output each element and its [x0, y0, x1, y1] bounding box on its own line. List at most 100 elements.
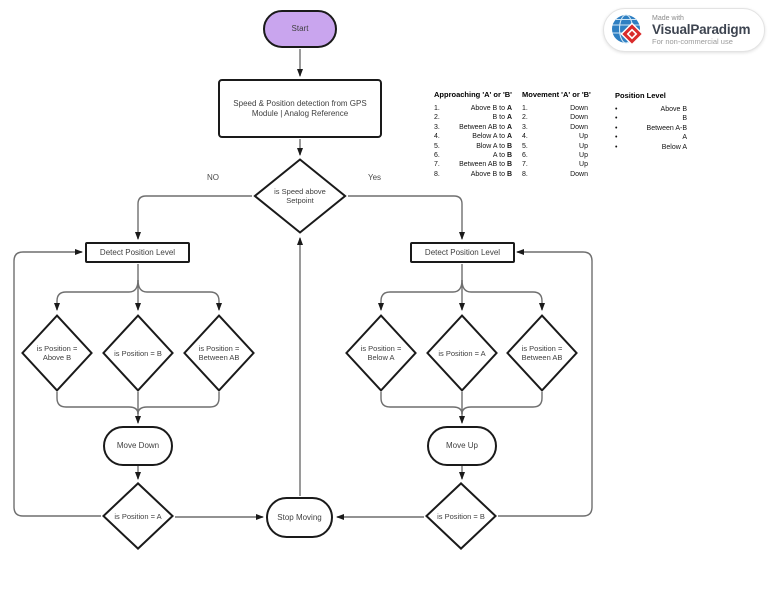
- diamond-shape: [425, 482, 497, 550]
- diamond-shape: [253, 158, 347, 234]
- row-value: A to B: [492, 152, 512, 160]
- approaching-row: 1. Above B to A: [434, 104, 512, 113]
- made-with-label: Made with: [652, 14, 684, 22]
- speed-decision-label: is Speed above Setpoint: [274, 187, 326, 205]
- diamond-above-b-label: is Position = Above B: [36, 344, 78, 362]
- row-value: Above B to A: [470, 105, 512, 112]
- detect-position-right-box[interactable]: Detect Position Level: [410, 242, 515, 263]
- start-label: Start: [291, 24, 309, 33]
- row-number: 2.: [434, 114, 440, 122]
- position-level-items: • Above B • B • Between A-B • A: [615, 105, 687, 152]
- bullet-icon: •: [615, 115, 618, 123]
- branch-no-label: NO: [207, 173, 219, 182]
- movement-rows: 1. Down 2. Down 3. Down 4. Up: [522, 104, 588, 179]
- diamond-shape: [183, 314, 255, 392]
- move-down-node[interactable]: Move Down: [103, 426, 173, 466]
- move-down-label: Move Down: [116, 441, 160, 450]
- approaching-row: 6. A to B: [434, 151, 512, 160]
- bullet-icon: •: [615, 134, 618, 142]
- move-up-node[interactable]: Move Up: [427, 426, 497, 466]
- diamond-a[interactable]: is Position = A: [426, 314, 498, 392]
- row-number: 8.: [522, 170, 528, 178]
- movement-row: 4. Up: [522, 132, 588, 141]
- row-number: 6.: [434, 152, 440, 160]
- visual-paradigm-text: Made with VisualParadigm For non-commerc…: [652, 15, 750, 46]
- diamond-shape: [102, 314, 174, 392]
- license-label: For non-commercial use: [652, 36, 733, 46]
- detect-position-left-box[interactable]: Detect Position Level: [85, 242, 190, 263]
- approaching-row: 4. Below A to A: [434, 132, 512, 141]
- item-label: Below A: [661, 143, 687, 151]
- stop-moving-node[interactable]: Stop Moving: [266, 497, 333, 538]
- position-level-item: • Between A-B: [615, 124, 687, 133]
- detect-position-right-label: Detect Position Level: [424, 247, 501, 257]
- row-number: 5.: [522, 142, 528, 150]
- item-label: Above B: [660, 106, 687, 113]
- approaching-row: 2. B to A: [434, 113, 512, 122]
- diamond-b-label: is Position = B: [114, 348, 162, 358]
- diamond-below-a-label: is Position = Below A: [360, 344, 402, 362]
- diamond-position-b[interactable]: is Position = B: [425, 482, 497, 550]
- row-value: Up: [579, 161, 588, 169]
- diamond-shape: [345, 314, 417, 392]
- bullet-icon: •: [615, 124, 618, 132]
- diamond-shape: [21, 314, 93, 392]
- diamond-position-a[interactable]: is Position = A: [102, 482, 174, 550]
- movement-row: 5. Up: [522, 142, 588, 151]
- row-number: 2.: [522, 114, 528, 122]
- row-value: Down: [570, 170, 588, 178]
- item-label: B: [682, 115, 687, 123]
- row-value: Down: [570, 123, 588, 131]
- diamond-between-ab-right-label: is Position = Between AB: [521, 344, 563, 362]
- diamond-position-a-label: is Position = A: [114, 511, 162, 521]
- approaching-table: Approaching 'A' or 'B' 1. Above B to A 2…: [434, 90, 512, 179]
- approaching-title: Approaching 'A' or 'B': [434, 90, 512, 99]
- diamond-b[interactable]: is Position = B: [102, 314, 174, 392]
- row-value: Up: [579, 142, 588, 150]
- movement-row: 7. Up: [522, 160, 588, 169]
- approaching-row: 5. Blow A to B: [434, 142, 512, 151]
- position-level-item: • Above B: [615, 105, 687, 114]
- visual-paradigm-badge[interactable]: Made with VisualParadigm For non-commerc…: [603, 8, 765, 52]
- movement-row: 8. Down: [522, 170, 588, 179]
- process-gps-node[interactable]: Speed & Position detection from GPS Modu…: [218, 79, 382, 138]
- row-number: 7.: [434, 161, 440, 169]
- row-number: 1.: [434, 105, 440, 112]
- row-number: 5.: [434, 142, 440, 150]
- row-number: 1.: [522, 105, 528, 112]
- row-number: 3.: [434, 123, 440, 131]
- start-node[interactable]: Start: [263, 10, 337, 48]
- bullet-icon: •: [615, 143, 618, 151]
- item-label: A: [682, 134, 687, 142]
- row-value: Blow A to B: [476, 142, 512, 150]
- position-level-title: Position Level: [615, 91, 666, 100]
- speed-decision-diamond[interactable]: is Speed above Setpoint: [253, 158, 347, 234]
- movement-title: Movement 'A' or 'B': [522, 90, 591, 99]
- diamond-position-b-label: is Position = B: [437, 511, 485, 521]
- process-gps-label: Speed & Position detection from GPS Modu…: [233, 98, 367, 118]
- diamond-below-a[interactable]: is Position = Below A: [345, 314, 417, 392]
- diamond-between-ab-left[interactable]: is Position = Between AB: [183, 314, 255, 392]
- approaching-row: 3. Between AB to A: [434, 123, 512, 132]
- row-value: Down: [570, 105, 588, 112]
- row-number: 6.: [522, 152, 528, 160]
- row-value: Down: [570, 114, 588, 122]
- movement-row: 1. Down: [522, 104, 588, 113]
- row-number: 4.: [434, 133, 440, 141]
- branch-yes-label: Yes: [368, 173, 382, 182]
- approaching-row: 8. Above B to B: [434, 170, 512, 179]
- diamond-shape: [426, 314, 498, 392]
- row-number: 8.: [434, 170, 440, 178]
- row-value: B to A: [492, 114, 512, 122]
- row-number: 7.: [522, 161, 528, 169]
- diamond-shape: [506, 314, 578, 392]
- position-level-item: • A: [615, 133, 687, 142]
- row-value: Up: [579, 133, 588, 141]
- diamond-above-b[interactable]: is Position = Above B: [21, 314, 93, 392]
- position-level-list: Position Level • Above B • B • Between A…: [615, 91, 687, 152]
- diamond-shape: [102, 482, 174, 550]
- diamond-between-ab-right[interactable]: is Position = Between AB: [506, 314, 578, 392]
- movement-table: Movement 'A' or 'B' 1. Down 2. Down 3. D…: [522, 90, 591, 179]
- row-number: 3.: [522, 123, 528, 131]
